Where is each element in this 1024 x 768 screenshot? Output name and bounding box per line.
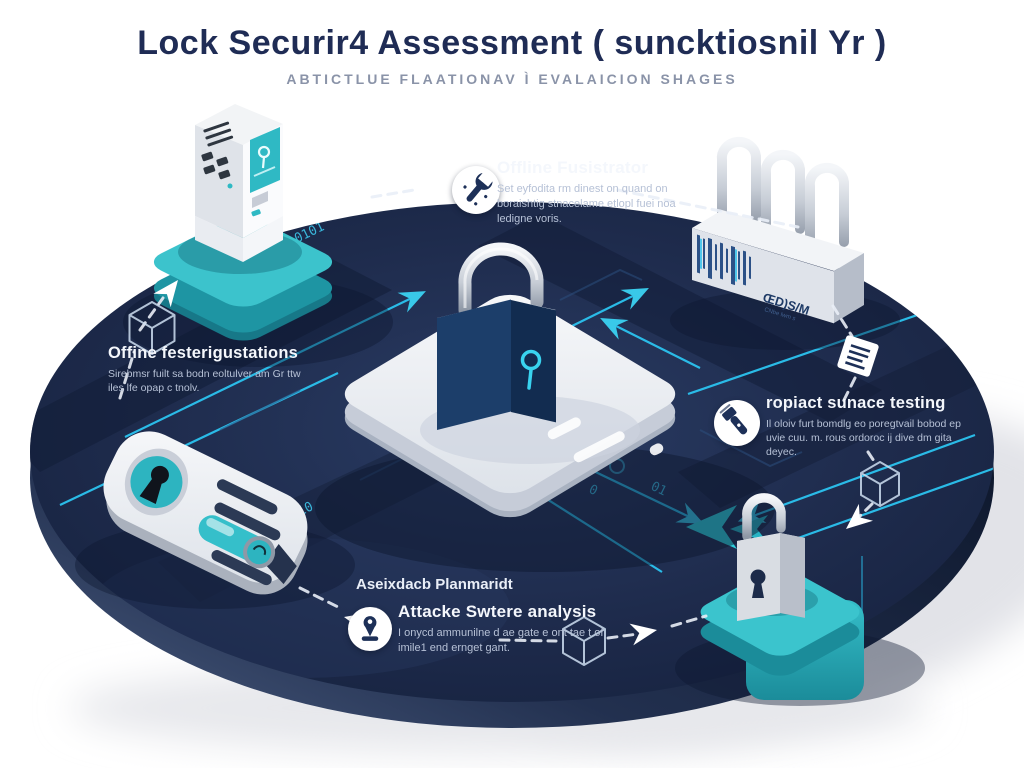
callout-offline-fusistrator: Offline Fusistrator Set eyfodita rm dine… [497, 158, 712, 227]
scanner-device [195, 104, 283, 262]
center-platform [344, 294, 676, 518]
wrench-icon [452, 166, 500, 214]
callout-heading: Attacke Swtere analysis [398, 602, 597, 621]
callout-heading: ropiact sunace testing [766, 394, 946, 412]
callout-body: Il oloiv furt bomdlg eo poregtvail bobod… [766, 418, 961, 459]
lock-bank-shackles [716, 136, 849, 257]
callout-ropiact-sunace-testing: ropiact sunace testing Il oloiv furt bom… [766, 394, 966, 460]
callout-body: Set eyfodita rm dinest on quand on borai… [497, 183, 676, 225]
dashed-paths [118, 188, 878, 643]
page-subtitle: ABTICTLUE FLAATIONAV Ì EVALAICION SHAGES [286, 71, 738, 87]
grey-padlock [737, 493, 805, 621]
plate-slider [198, 515, 297, 585]
keyhole-emblem [124, 448, 189, 516]
callout-body: Sirebmsr fuilt sa bodn eoltulver am Gr t… [108, 368, 301, 395]
callout-body: I onycd ammunilne d ae gate e ont tae t … [398, 627, 604, 654]
callout-heading: Offine festerigustations [108, 344, 298, 362]
flashlight-icon [714, 400, 760, 446]
teal-platform-top-left [153, 217, 333, 341]
callout-heading: Offline Fusistrator [497, 158, 649, 177]
keyhole-cyan [520, 349, 542, 390]
page-title: Lock Securir4 Assessment ( suncktiosnil … [137, 24, 887, 62]
person-pin-icon [348, 607, 392, 651]
callout-kicker: Aseixdacb Planmaridt [356, 576, 513, 593]
platform-highlights [547, 417, 664, 463]
callout-offine-festerigustations: Offine festerigustations Sirebmsr fuilt … [108, 344, 308, 395]
lock-bank-barcode [697, 234, 751, 286]
header: Lock Securir4 Assessment ( suncktiosnil … [0, 24, 1024, 87]
keyhole-dark [750, 569, 766, 598]
scanner-screen [250, 127, 280, 217]
center-padlock [437, 242, 556, 430]
key-plate [103, 431, 308, 595]
document-icon [837, 335, 879, 377]
lock-bank: ŒD)S/M CNbe lwm s [692, 136, 864, 324]
scanner-buttons [201, 121, 234, 189]
callout-attacke-swtere-analysis: Attacke Swtere analysis I onycd ammuniln… [398, 602, 618, 656]
plate-slots [211, 479, 281, 586]
cube-wireframe-icons [128, 301, 900, 666]
grey-padlock-shackle [742, 493, 786, 541]
